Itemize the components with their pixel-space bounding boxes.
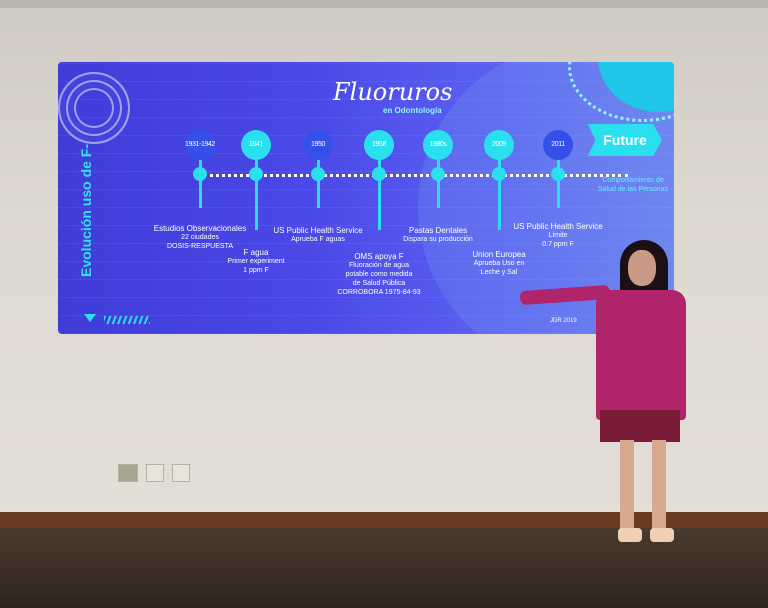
timeline-node <box>492 167 506 181</box>
side-title: Evolución uso de F- <box>78 143 94 277</box>
concentric-rings-icon <box>58 72 130 144</box>
milestone-stem <box>436 160 440 208</box>
presenter-jacket <box>596 290 686 420</box>
year-bubble: 1950 <box>303 130 333 160</box>
wall-outlet <box>172 464 190 482</box>
year-bubble: 1958 <box>364 130 394 160</box>
stripes-decor <box>104 316 150 324</box>
timeline-line <box>203 174 628 177</box>
ceiling <box>0 0 768 8</box>
wall-switch <box>118 464 138 482</box>
milestone-stem <box>497 160 501 230</box>
credit: JDR 2019 <box>550 318 577 324</box>
future-note: Comportamiento de Salud de las Personas <box>597 177 669 193</box>
timeline-node <box>431 167 445 181</box>
milestone-stem <box>198 160 202 208</box>
timeline-milestone: 1950 <box>303 130 333 208</box>
timeline-node <box>193 167 207 181</box>
slide-title: Fluoruros <box>333 78 453 106</box>
baseboard <box>0 512 768 528</box>
timeline-node <box>551 167 565 181</box>
year-bubble: 1941 <box>241 130 271 160</box>
timeline-node <box>249 167 263 181</box>
future-arrow: Future <box>588 124 662 156</box>
timeline-milestone: 2009 <box>484 130 514 230</box>
timeline-node <box>372 167 386 181</box>
triangle-icon <box>84 314 96 322</box>
timeline-node <box>311 167 325 181</box>
milestone-stem <box>377 160 381 230</box>
timeline-milestone: 1931-1942 <box>185 130 215 208</box>
slide-subtitle: en Odontología <box>383 106 442 115</box>
year-bubble: 2009 <box>484 130 514 160</box>
milestone-stem <box>556 160 560 208</box>
milestone-stem <box>316 160 320 208</box>
year-bubble: 1980s <box>423 130 453 160</box>
year-bubble: 2011 <box>543 130 573 160</box>
timeline-milestone: 1958 <box>364 130 394 230</box>
timeline-milestone: 2011 <box>543 130 573 208</box>
wall-outlet <box>146 464 164 482</box>
timeline-milestone: 1980s <box>423 130 453 208</box>
year-bubble: 1931-1942 <box>185 130 215 160</box>
milestone-stem <box>254 160 258 230</box>
timeline-milestone: 1941 <box>241 130 271 230</box>
